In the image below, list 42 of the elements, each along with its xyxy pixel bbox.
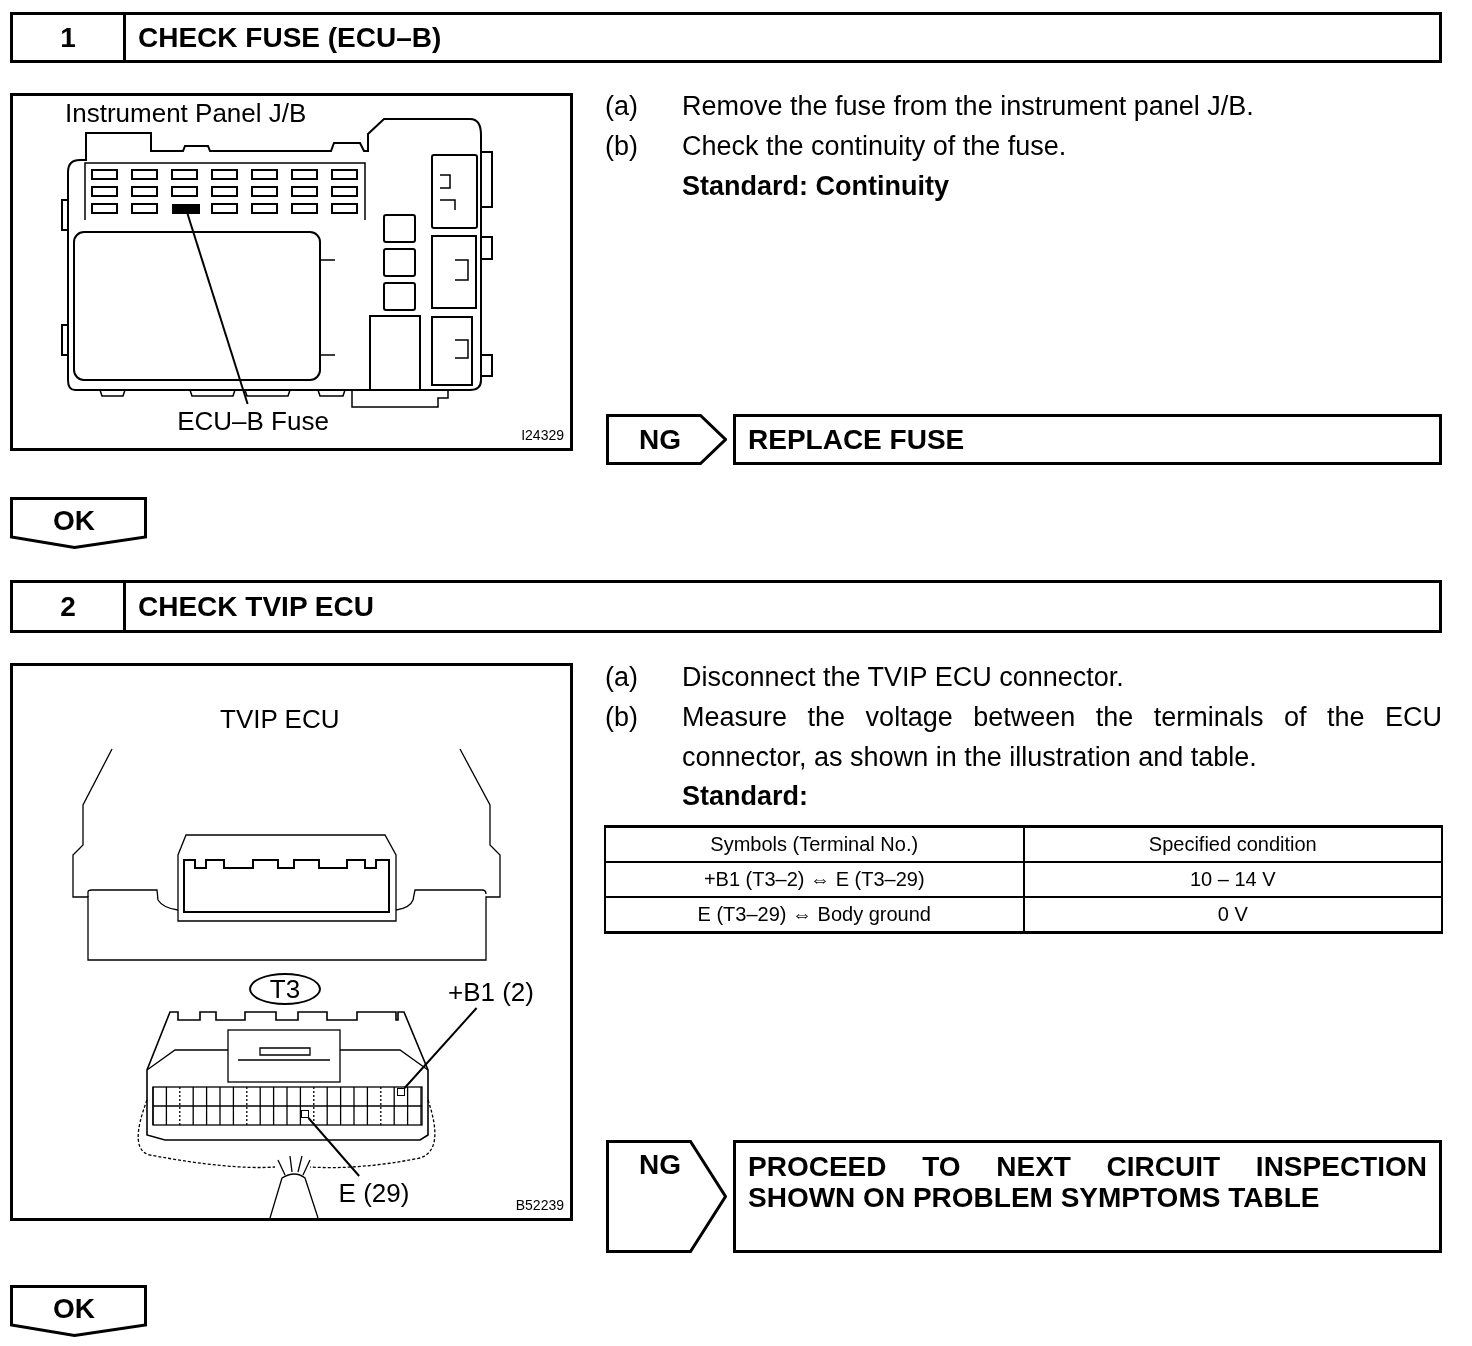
callout-label: E (29) xyxy=(338,1180,410,1206)
step-header xyxy=(10,580,1442,633)
step-title: CHECK TVIP ECU xyxy=(137,590,374,623)
table-cell: 10 – 14 V xyxy=(1023,862,1442,897)
instruction-text: Remove the fuse from the instrument panel J/B. xyxy=(682,90,1254,123)
table-cell: +B1 (T3–2) ⇔ E (T3–29) xyxy=(605,862,1024,897)
step-letter: (b) xyxy=(605,130,638,163)
step-title: CHECK FUSE (ECU–B) xyxy=(137,21,442,54)
instruction-text: Disconnect the TVIP ECU connector. xyxy=(682,661,1124,694)
callout-label: +B1 (2) xyxy=(448,979,534,1005)
result-tag-text: NG xyxy=(639,426,681,454)
step-letter: (b) xyxy=(605,701,638,734)
illustration-title: Instrument Panel J/B xyxy=(65,100,307,126)
table-cell: Symbols (Terminal No.) xyxy=(605,826,1024,862)
illustration-frame xyxy=(10,93,573,451)
step-number: 1 xyxy=(13,15,126,60)
instruction-text: Check the continuity of the fuse. xyxy=(682,130,1067,163)
result-tag-text: OK xyxy=(53,507,95,535)
leader-line xyxy=(307,1117,361,1177)
figure-code: B52239 xyxy=(515,1198,564,1212)
table-cell: Specified condition xyxy=(1023,826,1442,862)
figure-code: I24329 xyxy=(521,428,564,442)
illustration-title: TVIP ECU xyxy=(220,706,340,732)
standard-text: Standard: xyxy=(682,780,808,813)
step-header xyxy=(10,12,1442,63)
step-letter: (a) xyxy=(605,661,638,694)
terminal-pin xyxy=(301,1110,309,1118)
standard-text: Standard: Continuity xyxy=(682,170,949,203)
connector-code-oval: T3 xyxy=(249,973,321,1005)
leader-line xyxy=(403,1007,478,1089)
result-tag-text: NG xyxy=(639,1151,681,1179)
terminal-pin xyxy=(397,1088,405,1096)
step-number: 2 xyxy=(13,583,126,630)
callout-label: ECU–B Fuse xyxy=(177,408,329,434)
illustration-frame xyxy=(10,663,573,1221)
result-tag-text: OK xyxy=(53,1295,95,1323)
action-box: PROCEED TO NEXT CIRCUIT INSPECTION SHOWN ON PROBLEM SYMPTOMS TABLE xyxy=(733,1140,1442,1253)
step-letter: (a) xyxy=(605,90,638,123)
action-box: REPLACE FUSE xyxy=(733,414,1442,465)
table-cell: E (T3–29) ⇔ Body ground xyxy=(605,897,1024,933)
instruction-text: Measure the voltage between the terminals of the ECU connector, as shown in the illustration and table. xyxy=(682,701,1442,774)
fuse xyxy=(172,204,200,214)
